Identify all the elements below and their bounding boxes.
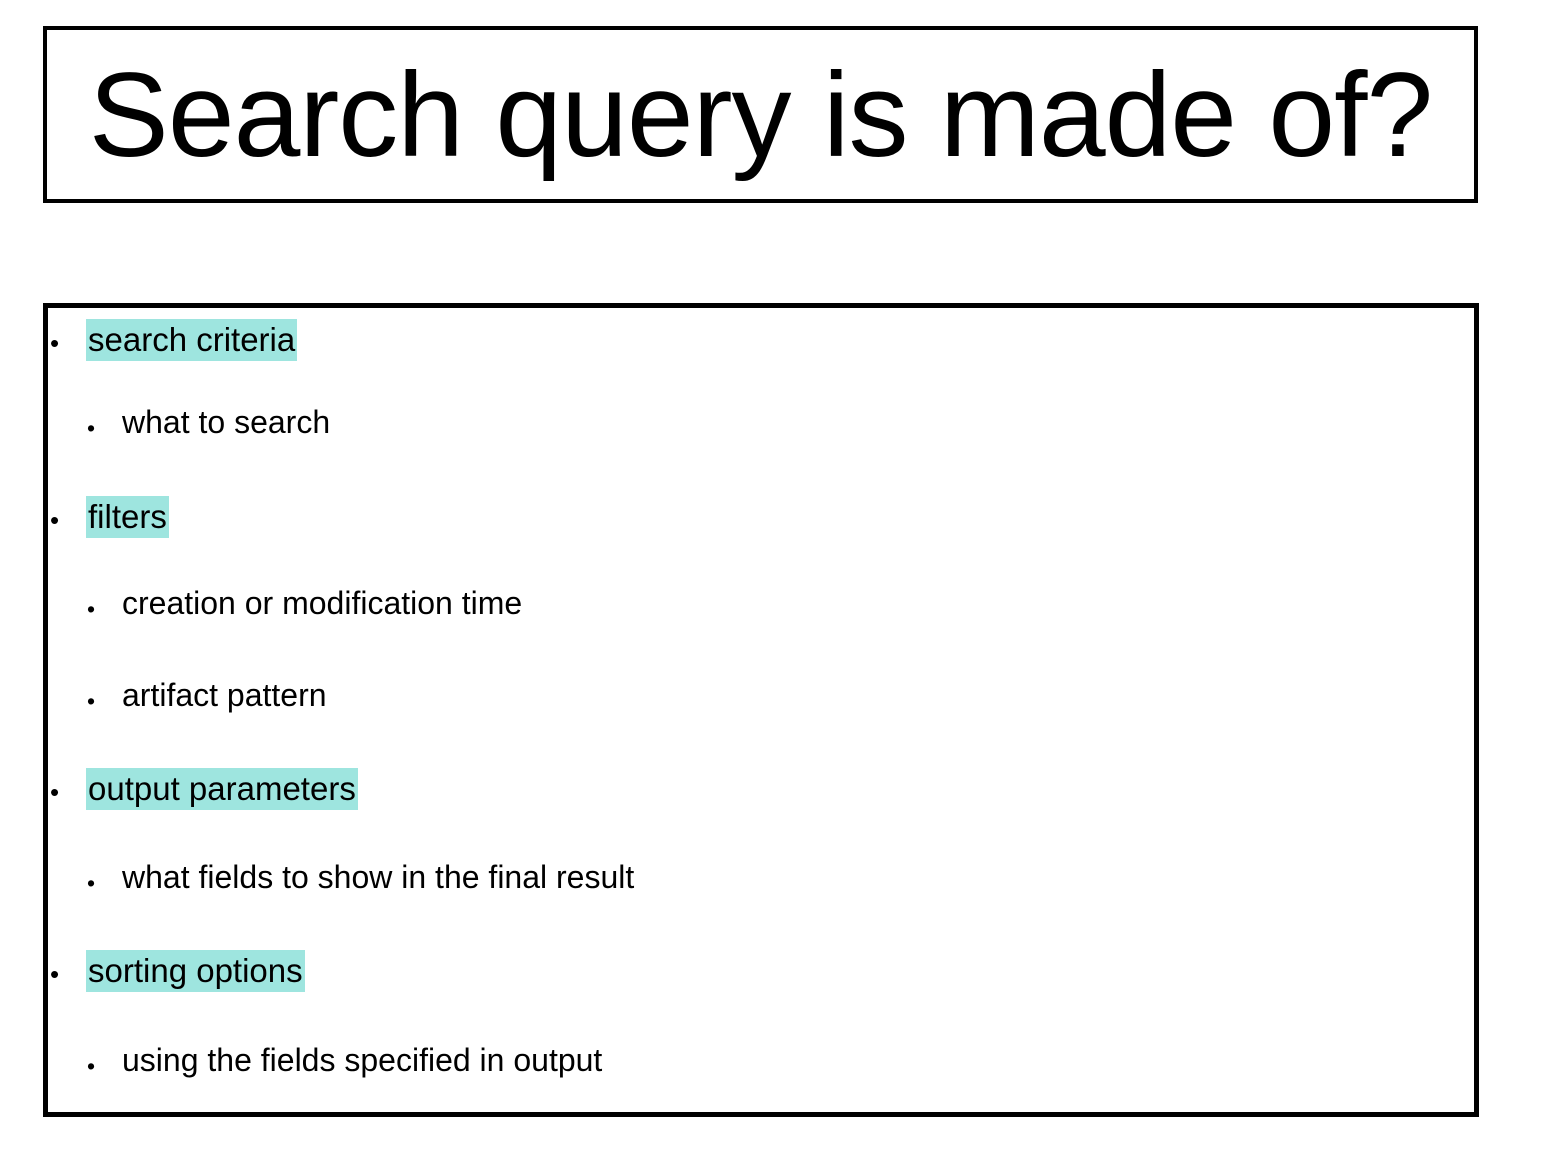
bullet-point-icon: • xyxy=(87,870,96,896)
bullet-label: creation or modification time xyxy=(122,585,523,621)
page-title: Search query is made of? xyxy=(88,47,1433,182)
bullet-point-icon: • xyxy=(50,505,60,535)
bullet-label-highlighted: filters xyxy=(86,496,169,538)
content-box: • search criteria • what to search • filters •… xyxy=(43,303,1479,1117)
bullet-point-icon: • xyxy=(87,415,96,441)
bullet-point-icon: • xyxy=(87,1053,96,1079)
bullet-list: • search criteria • what to search • filters •… xyxy=(48,308,1474,1112)
bullet-point-icon: • xyxy=(50,959,60,989)
bullet-point-icon: • xyxy=(87,596,96,622)
bullet-label-highlighted: output parameters xyxy=(86,768,358,810)
bullet-label: what fields to show in the final result xyxy=(122,859,635,895)
bullet-point-icon: • xyxy=(50,328,60,358)
bullet-label: what to search xyxy=(122,404,331,440)
bullet-label-highlighted: sorting options xyxy=(86,950,305,992)
bullet-label: using the fields specified in output xyxy=(122,1042,603,1078)
bullet-label-highlighted: search criteria xyxy=(86,319,298,361)
bullet-point-icon: • xyxy=(87,688,96,714)
title-box: Search query is made of? xyxy=(43,26,1478,203)
bullet-point-icon: • xyxy=(50,777,60,807)
bullet-label: artifact pattern xyxy=(122,677,327,713)
